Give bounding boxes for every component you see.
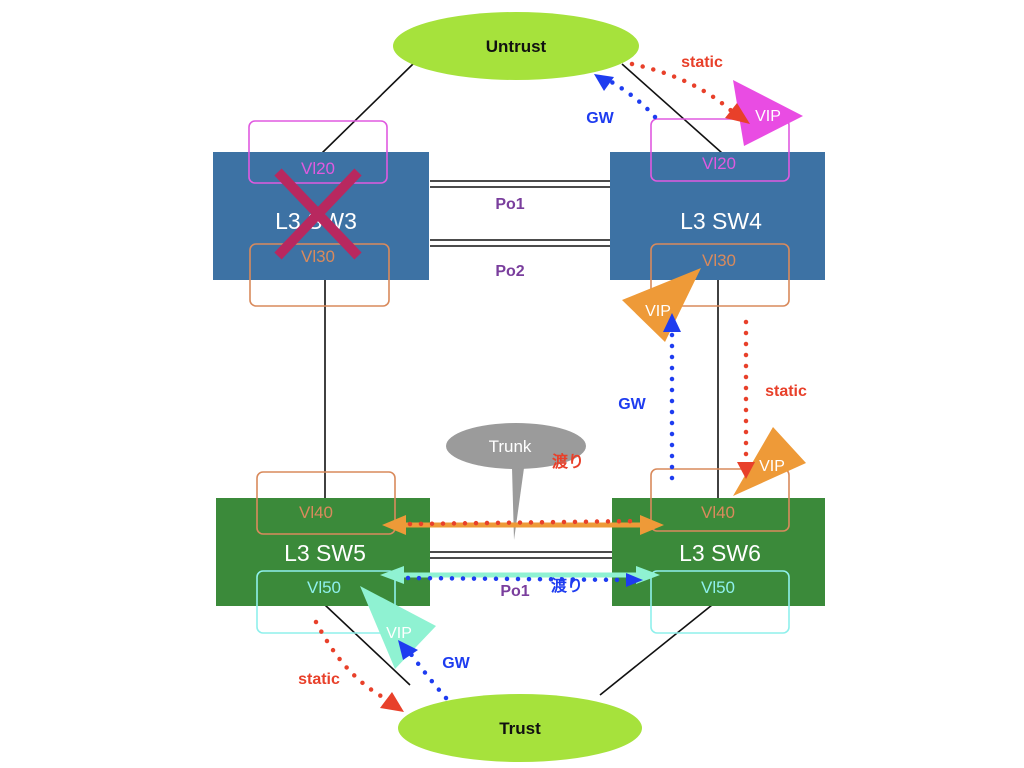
gw-right-label: GW	[618, 396, 646, 413]
untrust-label: Untrust	[486, 37, 547, 56]
static-bottom-label: static	[298, 671, 340, 688]
link-sw5-trust	[324, 604, 411, 686]
watari-route-vl50	[405, 573, 643, 587]
vip-marker-mid-right[interactable]	[733, 427, 806, 496]
sw5-vlan50-box[interactable]	[256, 570, 396, 634]
sw4-vlan20-label: Vl20	[702, 154, 736, 173]
static-route-sw5-to-trust	[313, 619, 404, 712]
gw-route-sw4-to-untrust	[594, 74, 658, 120]
sw6-vlan40-box[interactable]	[650, 468, 790, 532]
vip-top-label: VIP	[755, 108, 781, 125]
sw3-vlan20-box[interactable]	[248, 120, 388, 184]
trust-cloud[interactable]	[398, 694, 642, 762]
trunk-label: Trunk	[489, 437, 532, 456]
sw4-label: L3 SW4	[680, 208, 762, 234]
untrust-cloud[interactable]	[393, 12, 639, 80]
sw6-vlan50-box[interactable]	[650, 570, 790, 634]
gw-route-trust-to-vip	[398, 640, 449, 701]
link-untrust-sw4	[621, 63, 723, 154]
static-route-sw4-to-sw6	[737, 319, 755, 479]
failed-cross-icon	[274, 168, 362, 260]
vip-mid-right-label: VIP	[759, 458, 785, 475]
static-top-label: static	[681, 54, 723, 71]
sw5-label: L3 SW5	[284, 540, 366, 566]
po1-top-label: Po1	[495, 196, 524, 213]
trunk-arrow-vl50	[380, 566, 660, 584]
gw-top-label: GW	[586, 110, 614, 127]
sw4-vlan30-box[interactable]	[650, 243, 790, 307]
gw-route-sw6-to-sw4-vip	[663, 313, 681, 481]
sw4-vlan30-label: Vl30	[702, 251, 736, 270]
trust-label: Trust	[499, 719, 541, 738]
trunk-callout[interactable]	[446, 423, 586, 540]
sw5-vlan40-box[interactable]	[256, 471, 396, 535]
sw6-label: L3 SW6	[679, 540, 761, 566]
link-sw6-trust	[599, 604, 713, 696]
sw3-vlan30-box[interactable]	[249, 243, 390, 307]
sw6-vlan40-label: Vl40	[701, 503, 735, 522]
sw3-vlan20-label: Vl20	[301, 159, 335, 178]
sw6-vlan50-label: Vl50	[701, 578, 735, 597]
watari-bottom-label: 渡り	[551, 576, 583, 595]
po2-label: Po2	[495, 263, 524, 280]
vip-marker-bottom[interactable]	[360, 586, 436, 669]
static-right-label: static	[765, 383, 807, 400]
static-route-untrust-to-vip	[629, 61, 750, 124]
vip-marker-mid-left[interactable]	[622, 268, 701, 342]
po1-bottom-label: Po1	[500, 583, 529, 600]
link-untrust-sw3	[321, 63, 414, 154]
vip-bottom-label: VIP	[386, 625, 412, 642]
physical-links	[321, 63, 723, 696]
sw3-vlan30-label: Vl30	[301, 247, 335, 266]
sw5-vlan50-label: Vl50	[307, 578, 341, 597]
vip-marker-top[interactable]	[733, 80, 803, 146]
vip-mid-left-label: VIP	[645, 303, 671, 320]
sw5-vlan40-label: Vl40	[299, 503, 333, 522]
watari-top-label: 渡り	[552, 452, 584, 471]
sw4-vlan20-box[interactable]	[650, 118, 790, 182]
gw-bottom-label: GW	[442, 655, 470, 672]
